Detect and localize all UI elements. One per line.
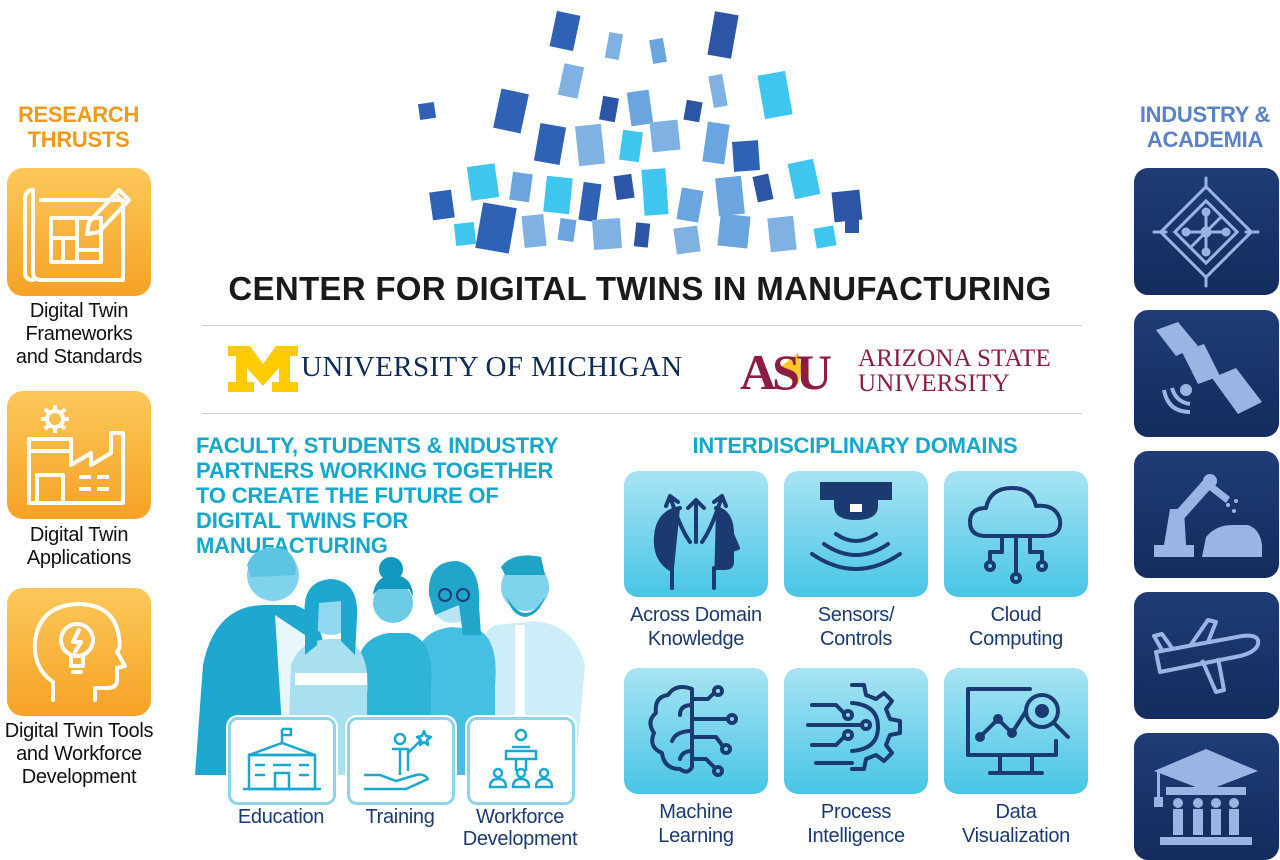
page-title: CENTER FOR DIGITAL TWINS IN MANUFACTURIN… bbox=[228, 270, 1052, 307]
michigan-block-m-logo bbox=[228, 346, 298, 392]
asu-logo: ASU bbox=[740, 345, 835, 393]
domain-ml-label: Machine Learning bbox=[658, 801, 734, 847]
michigan-wordmark: UNIVERSITY OF MICHIGAN bbox=[301, 351, 683, 383]
microchip-icon bbox=[1134, 168, 1279, 295]
presenter-audience-icon bbox=[467, 717, 575, 805]
thrust-tools-label: Digital Twin Tools and Workforce Develop… bbox=[4, 720, 154, 788]
robot-arm-car-icon bbox=[1134, 451, 1279, 578]
domain-cloud-label: Cloud Computing bbox=[968, 604, 1064, 650]
divider bbox=[202, 325, 1082, 326]
brain-circuit-icon bbox=[624, 668, 768, 794]
school-building-icon bbox=[228, 717, 336, 805]
monitor-magnifier-icon bbox=[944, 668, 1088, 794]
academic-building-icon bbox=[1134, 733, 1279, 860]
program-workforce-label: Workforce Development bbox=[462, 806, 578, 850]
program-education-label: Education bbox=[237, 806, 325, 828]
mission-blurb: FACULTY, STUDENTS & INDUSTRY PARTNERS WO… bbox=[196, 433, 559, 558]
blueprint-pencil-icon bbox=[7, 168, 151, 296]
asu-logo-letters: ASU bbox=[740, 345, 831, 393]
head-lightbulb-icon bbox=[7, 588, 151, 716]
sensor-waves-icon bbox=[784, 471, 928, 597]
satellite-icon bbox=[1134, 310, 1279, 437]
divider bbox=[202, 413, 1082, 414]
training-hand-icon bbox=[347, 717, 455, 805]
asu-wordmark: ARIZONA STATE UNIVERSITY bbox=[858, 345, 1051, 397]
domain-dataviz-label: Data Visualization bbox=[961, 801, 1071, 847]
program-training-label: Training bbox=[365, 806, 435, 828]
domains-heading: INTERDISCIPLINARY DOMAINS bbox=[692, 433, 1018, 458]
gear-circuit-icon bbox=[784, 668, 928, 794]
research-thrusts-title: RESEARCH THRUSTS bbox=[17, 102, 140, 152]
domain-knowledge-label: Across Domain Knowledge bbox=[630, 604, 762, 650]
industry-academia-title: INDUSTRY & ACADEMIA bbox=[1139, 102, 1271, 152]
domain-sensors-label: Sensors/ Controls bbox=[817, 604, 895, 650]
head-arrows-icon bbox=[624, 471, 768, 597]
thrust-frameworks-label: Digital Twin Frameworks and Standards bbox=[15, 300, 143, 368]
digital-twins-logo-mark bbox=[417, 10, 863, 255]
airplane-icon bbox=[1134, 592, 1279, 719]
factory-gear-icon bbox=[7, 391, 151, 519]
thrust-applications-label: Digital Twin Applications bbox=[26, 524, 132, 569]
cloud-network-icon bbox=[944, 471, 1088, 597]
domain-process-label: Process Intelligence bbox=[807, 801, 905, 847]
